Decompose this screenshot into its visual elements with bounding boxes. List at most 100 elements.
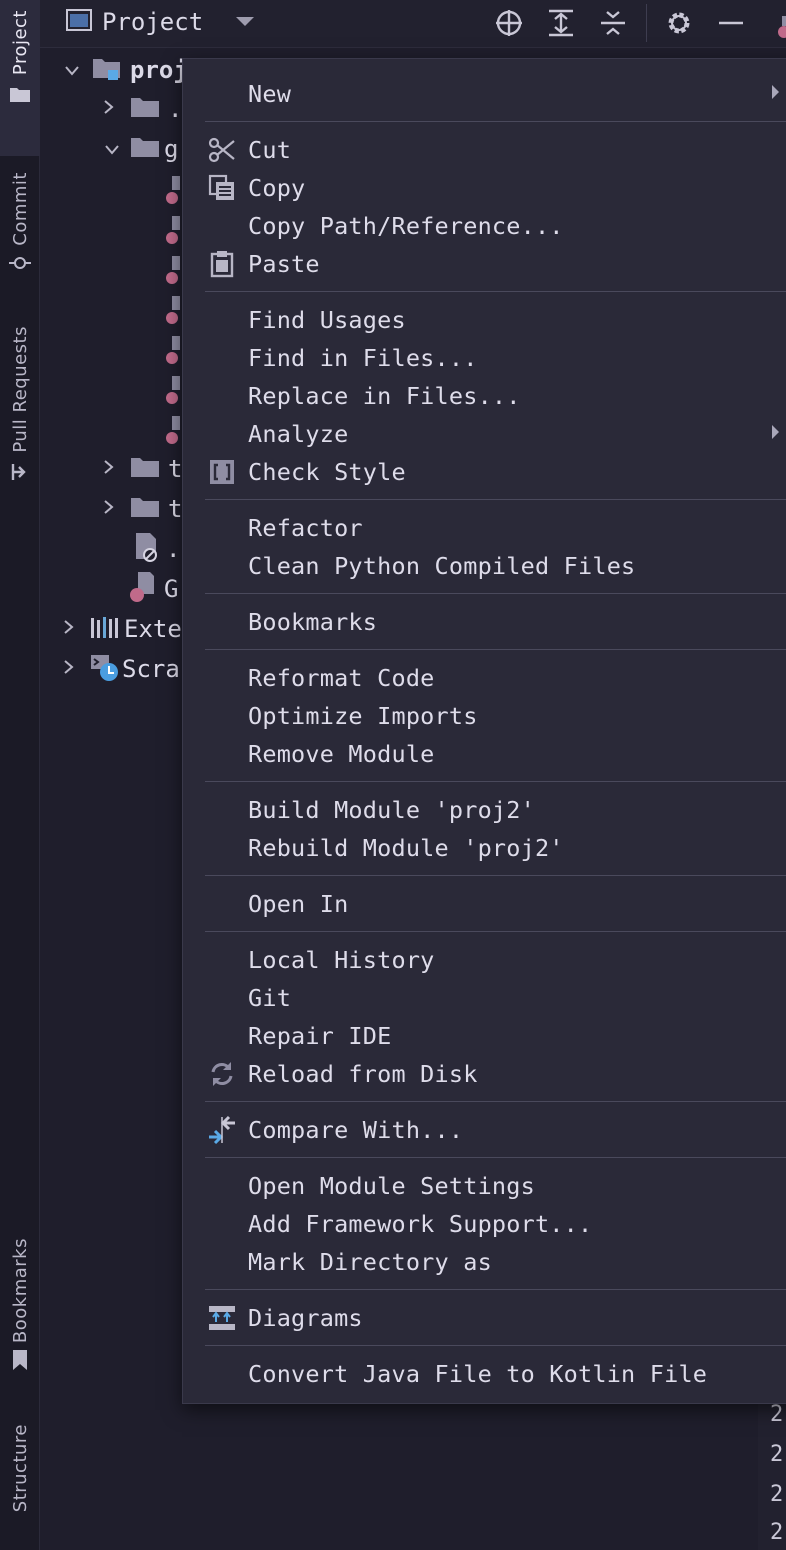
collapse-all-icon[interactable] [598, 8, 628, 38]
tab-structure-label: Structure [9, 1424, 31, 1513]
menu-item-label: Reload from Disk [248, 1060, 478, 1088]
menu-item-mark-directory-as[interactable]: Mark Directory as [183, 1243, 786, 1281]
menu-item-label: Open Module Settings [248, 1172, 535, 1200]
copy-icon [207, 173, 237, 203]
menu-item-label: Refactor [248, 514, 363, 542]
line-number: 2 [770, 1520, 784, 1545]
tab-pull-requests[interactable]: Pull Requests [0, 326, 40, 526]
menu-item-replace-in-files[interactable]: Replace in Files... [183, 377, 786, 415]
chevron-right-icon [104, 499, 114, 519]
tab-bookmarks[interactable]: Bookmarks [0, 1238, 40, 1386]
diagram-icon [207, 1303, 237, 1333]
menu-item-label: Remove Module [248, 740, 435, 768]
tab-structure[interactable]: Structure [0, 1424, 40, 1540]
menu-item-clean-python[interactable]: Clean Python Compiled Files [183, 547, 786, 585]
editor-gutter [758, 1402, 786, 1550]
tree-row-label: g [164, 135, 179, 163]
menu-item-label: Reformat Code [248, 664, 435, 692]
menu-item-git[interactable]: Git [183, 979, 786, 1017]
reload-icon [207, 1059, 237, 1089]
header-divider [646, 4, 647, 42]
menu-item-bookmarks[interactable]: Bookmarks [183, 603, 786, 641]
menu-item-add-framework-support[interactable]: Add Framework Support... [183, 1205, 786, 1243]
tree-row-external-libraries[interactable]: Exte [64, 609, 182, 649]
menu-separator [205, 499, 786, 500]
menu-item-copy[interactable]: Copy [183, 169, 786, 207]
menu-item-open-in[interactable]: Open In [183, 885, 786, 923]
scissors-icon [207, 135, 237, 165]
menu-separator [205, 121, 786, 122]
menu-item-optimize-imports[interactable]: Optimize Imports [183, 697, 786, 735]
menu-item-label: Git [248, 984, 292, 1012]
project-window-icon [66, 8, 92, 36]
menu-item-reformat-code[interactable]: Reformat Code [183, 659, 786, 697]
gear-icon[interactable] [664, 8, 694, 38]
menu-separator [205, 1289, 786, 1290]
menu-item-local-history[interactable]: Local History [183, 941, 786, 979]
menu-item-analyze[interactable]: Analyze [183, 415, 786, 453]
menu-item-build-module[interactable]: Build Module 'proj2' [183, 791, 786, 829]
menu-item-label: Convert Java File to Kotlin File [248, 1360, 708, 1388]
expand-all-icon[interactable] [546, 8, 576, 38]
module-folder-icon [92, 55, 122, 85]
menu-item-remove-module[interactable]: Remove Module [183, 735, 786, 773]
menu-item-label: Replace in Files... [248, 382, 521, 410]
menu-separator [205, 1101, 786, 1102]
menu-item-label: Open In [248, 890, 349, 918]
menu-separator [205, 1157, 786, 1158]
project-panel-title: Project [102, 8, 204, 36]
folder-icon [130, 495, 160, 523]
menu-separator [205, 875, 786, 876]
tree-row-scratches[interactable]: Scra [64, 649, 180, 689]
menu-item-open-module-settings[interactable]: Open Module Settings [183, 1167, 786, 1205]
menu-item-new[interactable]: New [183, 75, 786, 113]
menu-item-diagrams[interactable]: Diagrams [183, 1299, 786, 1337]
folder-icon [130, 135, 160, 163]
tab-project[interactable]: Project [0, 0, 40, 156]
folder-icon [130, 95, 160, 123]
chevron-down-icon [64, 61, 80, 80]
menu-item-label: Paste [248, 250, 320, 278]
menu-item-cut[interactable]: Cut [183, 131, 786, 169]
minimize-icon[interactable] [716, 8, 746, 38]
tree-row-label: G [164, 575, 179, 603]
menu-item-label: Bookmarks [248, 608, 378, 636]
menu-item-paste[interactable]: Paste [183, 245, 786, 283]
menu-item-convert-java-to-kotlin[interactable]: Convert Java File to Kotlin File [183, 1355, 786, 1393]
tree-row-file[interactable]: . [134, 529, 180, 569]
menu-item-label: Copy [248, 174, 306, 202]
menu-separator [205, 593, 786, 594]
menu-item-compare-with[interactable]: Compare With... [183, 1111, 786, 1149]
tree-row-label: t [168, 455, 183, 483]
scratches-icon [90, 651, 122, 687]
tree-row-folder[interactable]: . [104, 89, 182, 129]
menu-item-label: Copy Path/Reference... [248, 212, 564, 240]
tree-row-folder[interactable]: t [104, 489, 182, 529]
tree-row-label: Exte [124, 615, 182, 643]
menu-item-label: Cut [248, 136, 292, 164]
menu-item-rebuild-module[interactable]: Rebuild Module 'proj2' [183, 829, 786, 867]
context-menu: New Cut Copy Copy Path/Reference... Past… [182, 58, 786, 1404]
tree-row-label: Scra [122, 655, 180, 683]
compare-icon [207, 1115, 237, 1145]
menu-item-label: Build Module 'proj2' [248, 796, 535, 824]
tree-row-folder[interactable]: t [104, 449, 182, 489]
folder-icon [130, 455, 160, 483]
menu-item-refactor[interactable]: Refactor [183, 509, 786, 547]
java-file-icons [164, 176, 182, 450]
tab-project-label: Project [9, 10, 31, 76]
menu-item-find-usages[interactable]: Find Usages [183, 301, 786, 339]
project-view-selector[interactable]: Project [66, 8, 255, 36]
menu-item-check-style[interactable]: Check Style [183, 453, 786, 491]
tree-row-file[interactable]: G [128, 569, 178, 609]
menu-item-find-in-files[interactable]: Find in Files... [183, 339, 786, 377]
locate-icon[interactable] [494, 8, 524, 38]
menu-item-repair-ide[interactable]: Repair IDE [183, 1017, 786, 1055]
tree-row-folder[interactable]: g [104, 129, 178, 169]
menu-item-copy-path[interactable]: Copy Path/Reference... [183, 207, 786, 245]
menu-item-label: Add Framework Support... [248, 1210, 593, 1238]
java-file-icon [128, 571, 156, 607]
menu-item-label: Local History [248, 946, 435, 974]
menu-item-reload-from-disk[interactable]: Reload from Disk [183, 1055, 786, 1093]
tab-commit[interactable]: Commit [0, 172, 40, 292]
